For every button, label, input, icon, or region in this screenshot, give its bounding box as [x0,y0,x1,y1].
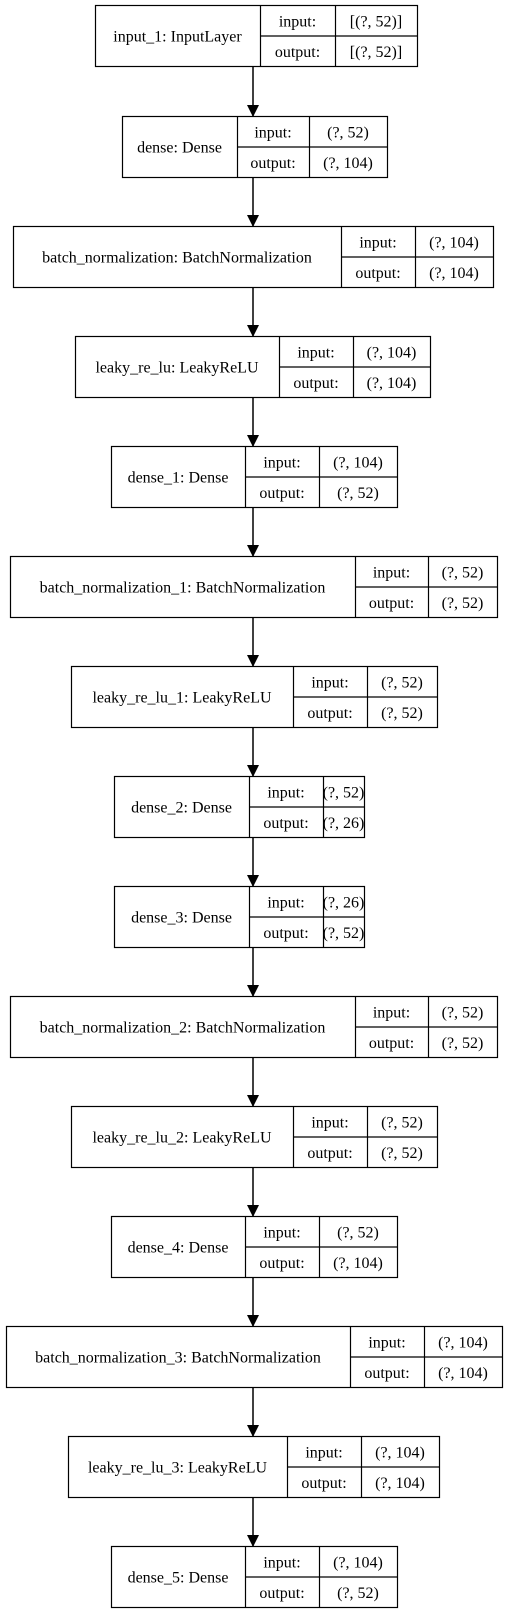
input-shape: (?, 52) [323,784,365,801]
input-shape: (?, 104) [333,454,383,471]
output-shape: (?, 104) [333,1255,383,1272]
input-shape: (?, 104) [438,1334,488,1351]
input-label: input: [263,1224,300,1241]
input-label: input: [263,1554,300,1571]
output-shape: (?, 104) [375,1475,425,1492]
output-shape: (?, 52) [381,1145,423,1162]
output-label: output: [259,485,304,502]
output-label: output: [307,1145,352,1162]
layer-name: batch_normalization_3: BatchNormalizatio… [35,1350,321,1367]
input-shape: (?, 104) [333,1554,383,1571]
output-shape: (?, 52) [442,595,484,612]
output-label: output: [259,1585,304,1602]
layer-name: batch_normalization_1: BatchNormalizatio… [40,580,326,597]
output-label: output: [369,595,414,612]
layer-name: batch_normalization_2: BatchNormalizatio… [40,1020,326,1037]
output-shape: (?, 52) [337,1585,379,1602]
output-label: output: [263,815,308,832]
layer-node: leaky_re_lu: LeakyReLU input: output: (?, 1… [74,335,432,399]
output-label: output: [369,1035,414,1052]
input-label: input: [311,674,348,691]
output-shape: (?, 104) [438,1365,488,1382]
input-shape: (?, 104) [375,1444,425,1461]
output-shape: (?, 26) [323,815,365,832]
output-shape: (?, 52) [442,1035,484,1052]
layer-node: dense_5: Dense input: output: (?, 104) (?, 5… [110,1545,399,1609]
output-shape: (?, 104) [323,155,373,172]
layer-node: dense: Dense input: output: (?, 52) (?, 104) [121,115,389,179]
input-label: input: [267,894,304,911]
input-label: input: [297,344,334,361]
layer-node: dense_2: Dense input: output: (?, 52) (?, 26… [113,775,366,839]
layer-name: leaky_re_lu_2: LeakyReLU [92,1130,271,1147]
input-shape: [(?, 52)] [350,13,402,30]
output-shape: (?, 104) [429,265,479,282]
input-shape: (?, 52) [337,1224,379,1241]
input-shape: (?, 104) [429,234,479,251]
layer-node: dense_1: Dense input: output: (?, 104) (?, 5… [110,445,399,509]
layer-name: dense_4: Dense [128,1240,229,1257]
input-label: input: [373,1004,410,1021]
layer-name: dense_5: Dense [128,1570,229,1587]
output-label: output: [263,925,308,942]
input-shape: (?, 52) [381,1114,423,1131]
layer-node: batch_normalization_3: BatchNormalizatio… [5,1325,504,1389]
layer-node: batch_normalization_1: BatchNormalizatio… [9,555,499,619]
input-label: input: [267,784,304,801]
layer-node: leaky_re_lu_3: LeakyReLU input: output: (?,… [67,1435,441,1499]
layer-node: leaky_re_lu_1: LeakyReLU input: output: (?,… [70,665,439,729]
layer-node: batch_normalization: BatchNormalization i… [12,225,495,289]
input-shape: (?, 26) [323,894,365,911]
output-label: output: [307,705,352,722]
layer-nodes: input_1: InputLayer input: output: [(?, 52)… [5,4,504,1609]
output-shape: (?, 104) [367,375,417,392]
output-label: output: [364,1365,409,1382]
output-shape: (?, 52) [323,925,365,942]
input-label: input: [305,1444,342,1461]
layer-name: input_1: InputLayer [113,29,242,46]
layer-name: leaky_re_lu_1: LeakyReLU [92,690,271,707]
layer-name: dense_3: Dense [131,910,232,927]
output-label: output: [250,155,295,172]
layer-name: leaky_re_lu_3: LeakyReLU [88,1460,267,1477]
input-label: input: [263,454,300,471]
output-label: output: [301,1475,346,1492]
output-label: output: [259,1255,304,1272]
input-shape: (?, 104) [367,344,417,361]
input-shape: (?, 52) [442,564,484,581]
layer-node: leaky_re_lu_2: LeakyReLU input: output: (?,… [70,1105,439,1169]
output-shape: [(?, 52)] [350,44,402,61]
layer-name: dense: Dense [137,140,222,157]
layer-node: dense_3: Dense input: output: (?, 26) (?, 52… [113,885,366,949]
input-shape: (?, 52) [381,674,423,691]
layer-name: leaky_re_lu: LeakyReLU [95,360,258,377]
input-shape: (?, 52) [327,124,369,141]
layer-node: batch_normalization_2: BatchNormalizatio… [9,995,499,1059]
output-shape: (?, 52) [381,705,423,722]
input-label: input: [373,564,410,581]
output-label: output: [355,265,400,282]
layer-node: dense_4: Dense input: output: (?, 52) (?, 10… [110,1215,399,1279]
input-label: input: [279,13,316,30]
output-shape: (?, 52) [337,485,379,502]
output-label: output: [275,44,320,61]
output-label: output: [293,375,338,392]
layer-name: dense_2: Dense [131,800,232,817]
layer-name: dense_1: Dense [128,470,229,487]
input-shape: (?, 52) [442,1004,484,1021]
input-label: input: [359,234,396,251]
input-label: input: [254,124,291,141]
layer-node: input_1: InputLayer input: output: [(?, 52)… [94,4,419,68]
layer-name: batch_normalization: BatchNormalization [42,250,312,267]
input-label: input: [311,1114,348,1131]
input-label: input: [368,1334,405,1351]
